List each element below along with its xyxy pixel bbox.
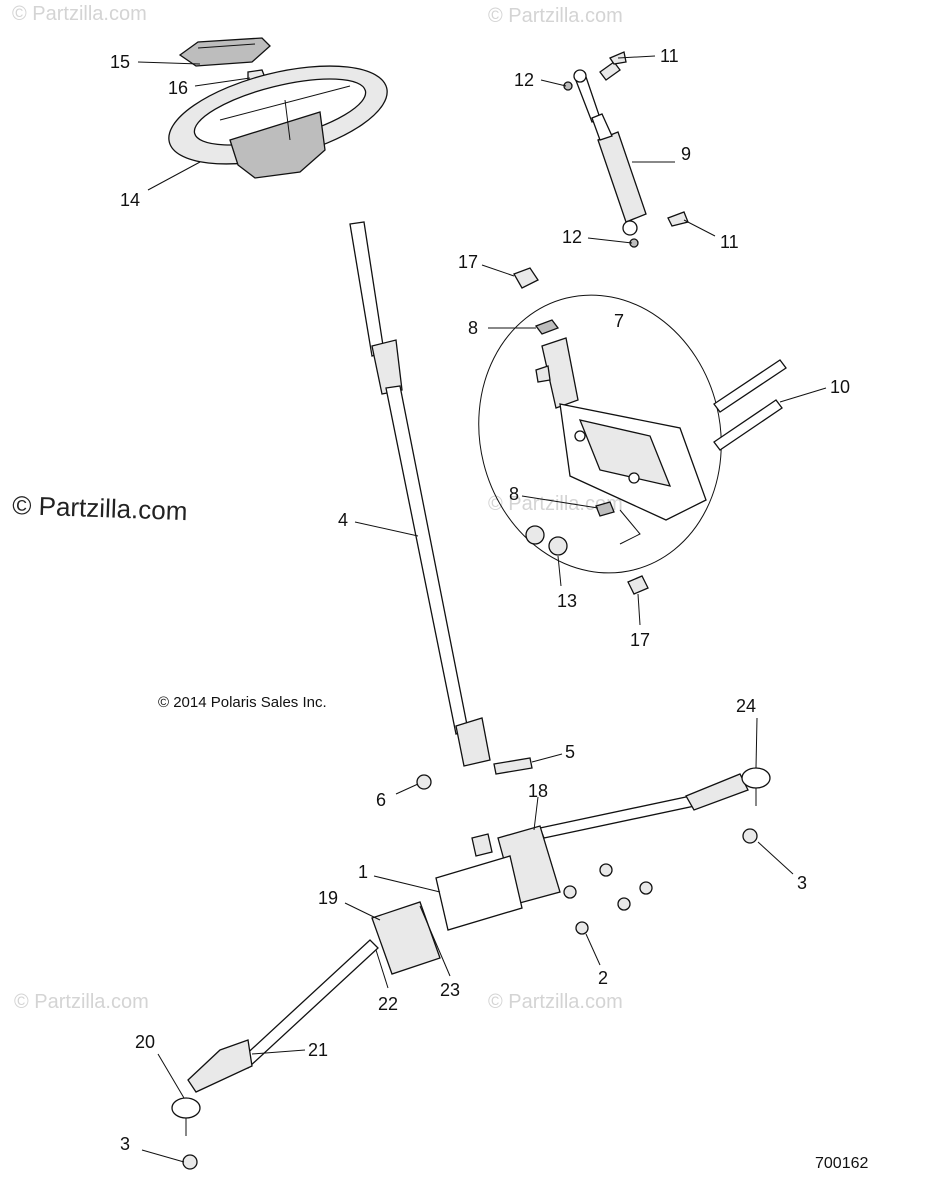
callout-19: 19 — [318, 888, 338, 908]
callout-16: 16 — [168, 78, 188, 98]
part-rack-nuts — [563, 863, 653, 935]
part-shaft-bolt — [493, 757, 533, 775]
part-tie-rod-nut-left — [182, 1154, 198, 1170]
part-tilt-bracket-assembly — [478, 294, 722, 574]
part-steering-wheel — [168, 65, 388, 179]
part-bracket-nuts — [525, 525, 568, 556]
callout-4: 4 — [338, 510, 348, 530]
part-tilt-damper — [573, 69, 647, 236]
watermark-top-center: © Partzilla.com — [488, 5, 623, 27]
callout-3-right: 3 — [797, 873, 807, 893]
callout-20: 20 — [135, 1032, 155, 1052]
callout-2: 2 — [598, 968, 608, 988]
part-steering-shaft — [349, 221, 491, 767]
diagram-code: 700162 — [815, 1155, 868, 1172]
callout-11-top: 11 — [660, 46, 679, 66]
part-spacer-bottom — [627, 575, 649, 595]
watermark-bottom-left: © Partzilla.com — [14, 991, 149, 1013]
callout-13: 13 — [557, 591, 577, 611]
callout-10: 10 — [830, 377, 850, 397]
callout-15: 15 — [110, 52, 130, 72]
callout-12-bottom: 12 — [562, 227, 582, 247]
callout-5: 5 — [565, 742, 575, 762]
callout-14: 14 — [120, 190, 140, 210]
callout-22: 22 — [378, 994, 398, 1014]
callout-23: 23 — [440, 980, 460, 1000]
callout-7: 7 — [614, 311, 624, 331]
copyright-text: © 2014 Polaris Sales Inc. — [158, 694, 327, 711]
part-steering-cap — [178, 37, 271, 67]
callout-18: 18 — [528, 781, 548, 801]
watermarks: © Partzilla.com © Partzilla.com © Partzi… — [12, 3, 623, 1013]
callout-17-top: 17 — [458, 252, 478, 272]
callout-24: 24 — [736, 696, 756, 716]
leader-lines — [137, 55, 827, 1163]
part-pivot-bolts — [713, 359, 787, 451]
part-tie-rod-nut-right — [742, 828, 758, 844]
callout-1: 1 — [358, 862, 368, 882]
watermark-top-left: © Partzilla.com — [12, 3, 147, 25]
part-spacer-top — [513, 267, 539, 289]
callout-labels: 15 16 14 11 12 9 12 11 17 8 7 10 4 8 13 … — [110, 46, 850, 1154]
callout-3-left: 3 — [120, 1134, 130, 1154]
callout-21: 21 — [308, 1040, 328, 1060]
callout-9: 9 — [681, 144, 691, 164]
watermark-bottom-center: © Partzilla.com — [488, 991, 623, 1013]
part-bushing-bottom — [595, 501, 615, 517]
part-bushing-top — [534, 319, 560, 335]
callout-17-bottom: 17 — [630, 630, 650, 650]
callout-11-bottom: 11 — [720, 232, 739, 252]
part-damper-bolt-bottom — [667, 211, 689, 227]
part-steering-rack — [239, 793, 705, 1069]
part-damper-bolt-top — [599, 51, 627, 81]
callout-8-top: 8 — [468, 318, 478, 338]
part-tie-rod-end-left — [171, 1039, 253, 1136]
part-shaft-nut — [416, 774, 432, 790]
callout-8-bottom: 8 — [509, 484, 519, 504]
partzilla-watermark: © Partzilla.com — [12, 490, 188, 526]
callout-12-top: 12 — [514, 70, 534, 90]
callout-6: 6 — [376, 790, 386, 810]
part-tie-rod-end-right — [685, 767, 771, 811]
